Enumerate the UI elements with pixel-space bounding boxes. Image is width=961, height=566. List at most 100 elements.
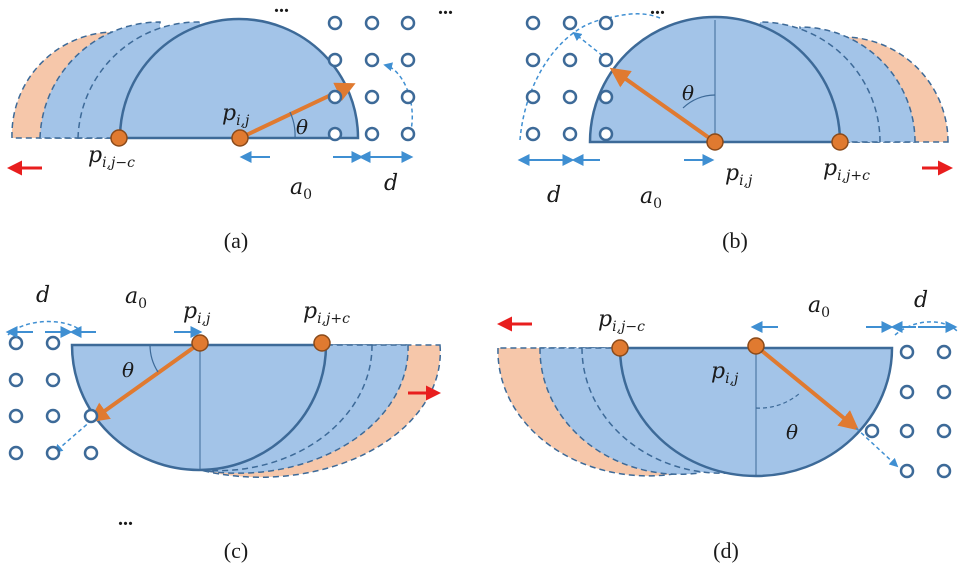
label-d: d xyxy=(36,283,50,308)
grid-dot xyxy=(83,408,99,424)
grid-dot xyxy=(562,52,578,68)
grid-dot xyxy=(899,423,915,439)
label-a0: a0 xyxy=(808,293,830,321)
grid-dot xyxy=(899,384,915,400)
dot-grid xyxy=(8,335,99,461)
theta-arc xyxy=(755,392,801,409)
point-p-ij xyxy=(231,129,249,147)
main-semicircle xyxy=(70,343,328,472)
label-theta: θ xyxy=(682,81,694,105)
label-p-ij-plus-c: pi,j+c xyxy=(823,156,870,184)
label-d: d xyxy=(547,183,561,208)
dot-grid xyxy=(327,15,416,142)
grid-dot xyxy=(525,126,541,142)
point-p-ij xyxy=(706,133,724,151)
grid-dot xyxy=(936,463,952,479)
grid-dot xyxy=(364,52,380,68)
grid-dot xyxy=(327,15,343,31)
label-d: d xyxy=(914,288,928,313)
grid-dot xyxy=(562,89,578,105)
label-theta: θ xyxy=(122,358,134,382)
grid-dot xyxy=(400,52,416,68)
grid-dot xyxy=(364,15,380,31)
dot-grid xyxy=(864,344,952,479)
caption-d: (d) xyxy=(713,538,739,563)
grid-dot xyxy=(327,89,343,105)
caption-c: (c) xyxy=(224,538,248,563)
label-p-ij: pi,j xyxy=(711,359,739,387)
orange-direction-arrow xyxy=(754,344,860,431)
grid-dot xyxy=(45,408,61,424)
point-p-ij-plus-c xyxy=(313,334,331,352)
grid-dot xyxy=(8,335,24,351)
grid-dot xyxy=(45,335,61,351)
grid-dot xyxy=(899,344,915,360)
grid-dot xyxy=(8,372,24,388)
panel-c: pi,j pi,j+c θ a0 d ... (c) xyxy=(5,283,442,563)
grid-dot xyxy=(936,344,952,360)
orange-direction-arrow xyxy=(609,67,717,144)
caption-a: (a) xyxy=(224,228,248,253)
panel-a: pi,j pi,j−c θ a0 d ... ... (a) xyxy=(6,0,453,253)
label-p-ij-plus-c: pi,j+c xyxy=(303,299,350,327)
ellipsis: ... xyxy=(274,0,289,17)
panel-b: pi,j pi,j+c θ a0 d ... (b) xyxy=(517,0,953,253)
label-theta: θ xyxy=(786,420,798,444)
caption-b: (b) xyxy=(722,228,748,253)
grid-dot xyxy=(45,372,61,388)
grid-dot xyxy=(562,126,578,142)
grid-dot xyxy=(400,89,416,105)
label-p-ij: pi,j xyxy=(222,101,250,129)
panel-d: pi,j−c pi,j θ a0 d (d) xyxy=(497,288,959,563)
label-p-ij-minus-c: pi,j−c xyxy=(598,307,645,335)
label-p-ij: pi,j xyxy=(183,299,211,327)
label-d: d xyxy=(384,171,398,196)
theta-arc xyxy=(682,94,716,109)
grid-dot xyxy=(936,384,952,400)
ellipsis: ... xyxy=(650,0,665,19)
grid-dot xyxy=(598,126,614,142)
point-p-ij xyxy=(747,337,765,355)
point-p-ij-plus-c xyxy=(831,133,849,151)
grid-dot xyxy=(400,15,416,31)
label-a0: a0 xyxy=(640,184,662,212)
grid-dot xyxy=(8,408,24,424)
grid-dot xyxy=(598,52,614,68)
theta-arc xyxy=(289,111,296,139)
grid-dot xyxy=(864,423,880,439)
grid-dot xyxy=(899,463,915,479)
label-a0: a0 xyxy=(290,175,312,203)
grid-dot xyxy=(8,445,24,461)
label-p-ij: pi,j xyxy=(725,161,753,189)
grid-dot xyxy=(83,445,99,461)
point-p-ij xyxy=(191,334,209,352)
point-p-ij-minus-c xyxy=(611,339,629,357)
grid-dot xyxy=(562,15,578,31)
dashed-blue-arrow xyxy=(855,427,899,468)
dot-grid xyxy=(525,15,614,142)
dashed-blue-curve xyxy=(894,321,959,336)
dashed-blue-arrow xyxy=(53,419,93,454)
point-p-ij-minus-c xyxy=(110,129,128,147)
grid-dot xyxy=(364,89,380,105)
label-p-ij-minus-c: pi,j−c xyxy=(88,143,135,171)
theta-arc xyxy=(149,344,159,373)
ellipsis: ... xyxy=(438,0,453,19)
grid-dot xyxy=(936,423,952,439)
grid-dot xyxy=(598,89,614,105)
grid-dot xyxy=(598,15,614,31)
orange-direction-arrow xyxy=(88,341,202,423)
grid-dot xyxy=(45,445,61,461)
grid-dot xyxy=(364,126,380,142)
label-a0: a0 xyxy=(125,284,147,312)
grid-dot xyxy=(327,126,343,142)
grid-dot xyxy=(400,126,416,142)
label-theta: θ xyxy=(296,115,308,139)
grid-dot xyxy=(525,52,541,68)
grid-dot xyxy=(327,52,343,68)
grid-dot xyxy=(525,15,541,31)
ellipsis: ... xyxy=(118,508,133,530)
grid-dot xyxy=(525,89,541,105)
